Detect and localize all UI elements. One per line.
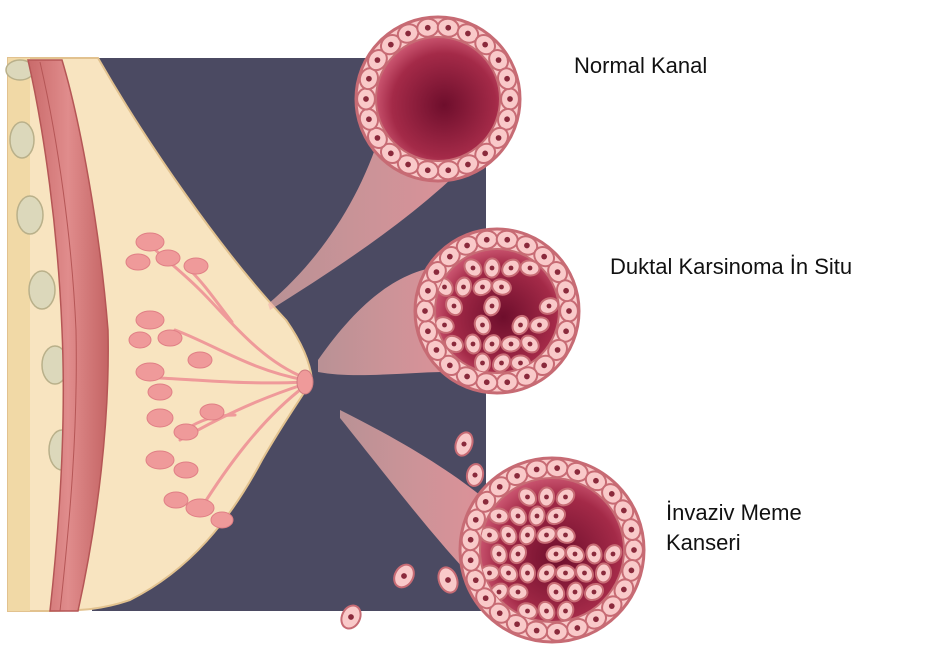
cell bbox=[560, 301, 578, 322]
invasive-duct bbox=[460, 458, 644, 642]
cell bbox=[538, 487, 554, 507]
cell bbox=[546, 622, 568, 641]
cell bbox=[520, 563, 536, 583]
cell bbox=[357, 89, 375, 110]
cell bbox=[484, 258, 500, 278]
nipple bbox=[297, 370, 313, 394]
label-invasive-cancer: İnvaziv Meme Kanseri bbox=[666, 498, 802, 558]
cell bbox=[416, 301, 434, 322]
cell bbox=[546, 459, 568, 478]
label-invasive-line2: Kanseri bbox=[666, 528, 802, 558]
cell bbox=[556, 565, 575, 580]
cell bbox=[595, 563, 612, 583]
cell bbox=[625, 540, 643, 561]
dcis-duct bbox=[415, 229, 579, 393]
label-invasive-line1: İnvaziv Meme bbox=[666, 498, 802, 528]
cell bbox=[501, 89, 519, 110]
normal-duct bbox=[356, 17, 520, 181]
label-dcis: Duktal Karsinoma İn Situ bbox=[610, 252, 852, 282]
label-normal-duct: Normal Kanal bbox=[574, 51, 707, 81]
